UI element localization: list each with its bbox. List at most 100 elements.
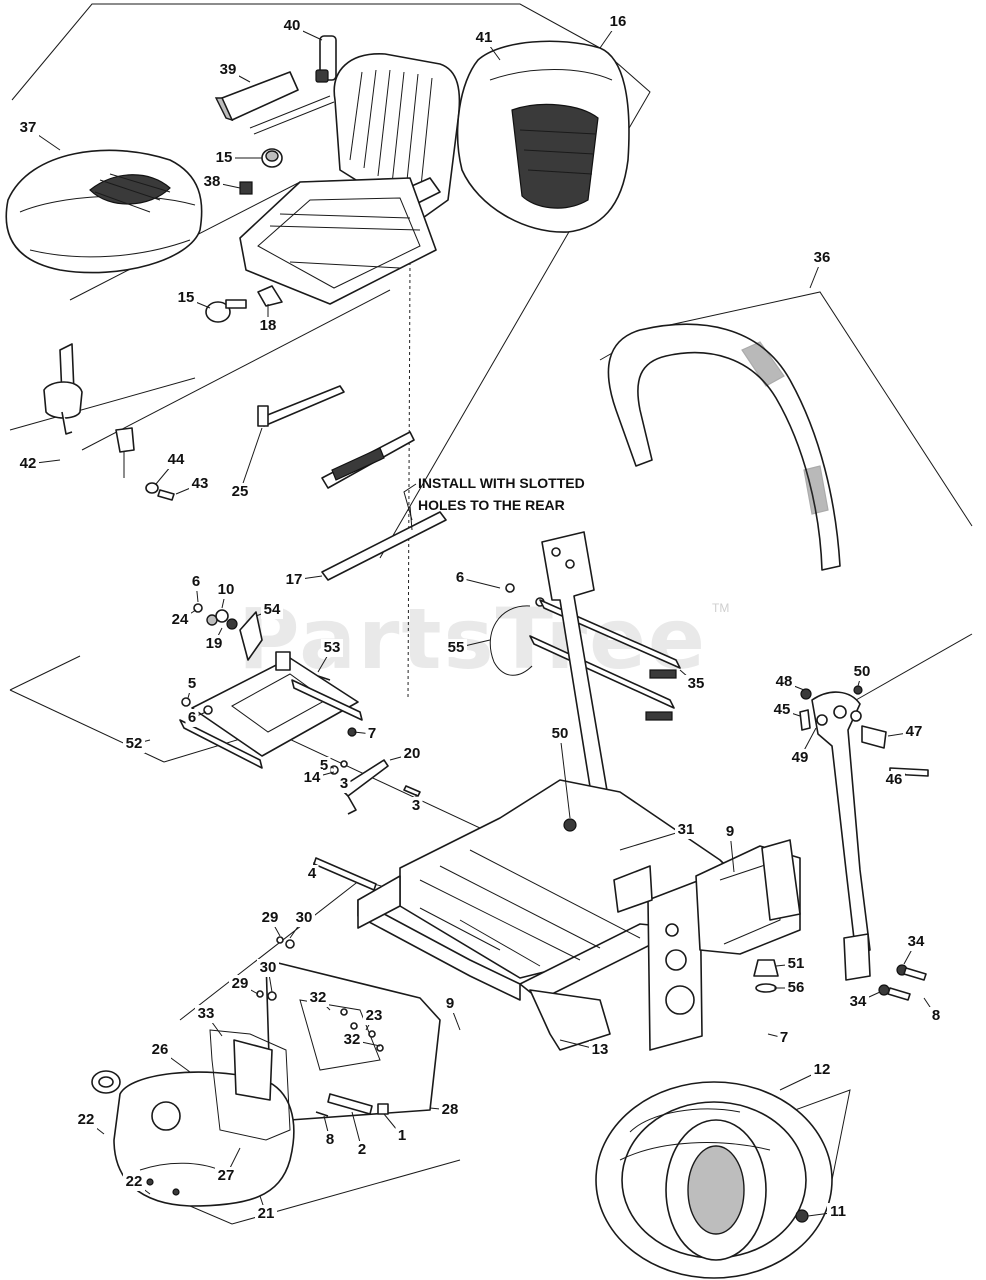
callout-label-c17: 17 [286,571,303,588]
callout-bg-c24 [169,611,191,629]
seat-frame-part [239,53,461,305]
callout-label-c54: 54 [264,601,281,618]
callout-label-c27: 27 [218,1167,235,1184]
callout-bg-c41 [473,29,495,47]
callout-bg-c15b [175,289,197,307]
callout-label-c40: 40 [284,17,301,34]
callout-bg-c31 [675,821,697,839]
footrest-plate-part [256,936,441,1121]
callout-bg-c6a [189,573,203,591]
grommet-26-part [91,1070,121,1094]
armrest-part [214,71,335,135]
seat-cushion-part [5,149,203,274]
callout-bg-c8a [929,1007,943,1025]
lever-20-part [329,759,421,815]
callout-label-c55: 55 [448,639,465,656]
callout-label-c19: 19 [206,635,223,652]
callout-bg-c27 [215,1167,237,1185]
roll-bar-part [607,323,841,571]
callout-label-c37: 37 [20,119,37,136]
callout-bg-c17 [283,571,305,589]
clip-38-part [239,181,253,195]
bar-2-part [315,1093,389,1117]
callout-bg-c4 [305,865,319,883]
callout-label-c35: 35 [688,675,705,692]
callout-bg-c10 [215,581,237,599]
callout-bg-c52 [123,735,145,753]
callout-label-c15a: 15 [216,149,233,166]
callout-bg-c45 [771,701,793,719]
callout-label-c8b: 8 [326,1131,334,1148]
callout-bg-c5a [185,675,199,693]
callout-bg-c15a [213,149,235,167]
callout-label-c6a: 6 [192,573,200,590]
callout-label-c7b: 7 [780,1029,788,1046]
bumper-51-part [753,959,779,993]
callout-bg-c38 [201,173,223,191]
callout-bg-c28 [439,1101,461,1119]
callout-bg-c9a [723,823,737,841]
seat-rails-part [257,385,415,489]
callout-bg-c42 [17,455,39,473]
callout-label-c22a: 22 [78,1111,95,1128]
footrest-cover-part [113,1071,295,1207]
callout-label-c42: 42 [20,455,37,472]
callout-label-c7a: 7 [368,725,376,742]
rollbar-post-part [761,691,871,981]
callout-label-c34b: 34 [850,993,867,1010]
callout-bg-c37 [17,119,39,137]
callout-label-c6b: 6 [456,569,464,586]
small-hardware-10-19-24-part [193,603,263,661]
callout-label-c18: 18 [260,317,277,334]
callout-bg-c7b [777,1029,791,1047]
callout-label-c12: 12 [814,1061,831,1078]
callout-leader-c6b [459,577,501,589]
callout-label-c23: 23 [366,1007,383,1024]
callout-bg-c3b [409,797,423,815]
callout-label-c36: 36 [814,249,831,266]
seat-mount-plate-part [179,651,363,769]
callout-label-c32a: 32 [310,989,327,1006]
callout-bg-c3a [337,775,351,793]
callout-label-c56: 56 [788,979,805,996]
callout-label-c5a: 5 [188,675,196,692]
callout-bg-c12 [811,1061,833,1079]
callout-bg-c50a [549,725,571,743]
callout-bg-c29b [229,975,251,993]
callout-label-c20: 20 [404,745,421,762]
callout-bg-c6c [185,709,199,727]
callout-label-c53: 53 [324,639,341,656]
callout-leader-c50a [559,733,571,819]
callout-bg-c20 [401,745,423,763]
callout-bg-c16 [607,13,629,31]
callout-label-c41: 41 [476,29,493,46]
callout-label-c13: 13 [592,1041,609,1058]
callout-leader-c25 [239,427,263,493]
callout-label-c6c: 6 [188,709,196,726]
callout-label-c28: 28 [442,1101,459,1118]
callout-label-c24: 24 [172,611,189,628]
callout-bg-c22a [75,1111,97,1129]
callout-label-c2: 2 [358,1141,366,1158]
callout-label-c47: 47 [906,723,923,740]
watermark-tm: TM [712,601,729,615]
callout-label-c4: 4 [308,865,317,882]
callout-bg-c34a [905,933,927,951]
callout-bg-c26 [149,1041,171,1059]
callout-bg-c49 [789,749,811,767]
knob-15-top-part [261,148,283,168]
callout-bg-c34b [847,993,869,1011]
callout-label-c48: 48 [776,673,793,690]
callout-label-c14: 14 [304,769,321,786]
callout-label-c30b: 30 [260,959,277,976]
callout-bg-c39 [217,61,239,79]
callout-label-c25: 25 [232,483,249,500]
callout-bg-c48 [773,673,795,691]
pin-47-bolt-46-part [861,725,929,777]
callout-label-c29a: 29 [262,909,279,926]
lever-18-part [257,285,283,307]
bolt-5-part [181,697,191,707]
callout-bg-c23 [363,1007,385,1025]
slotted-bar-part [321,505,447,581]
